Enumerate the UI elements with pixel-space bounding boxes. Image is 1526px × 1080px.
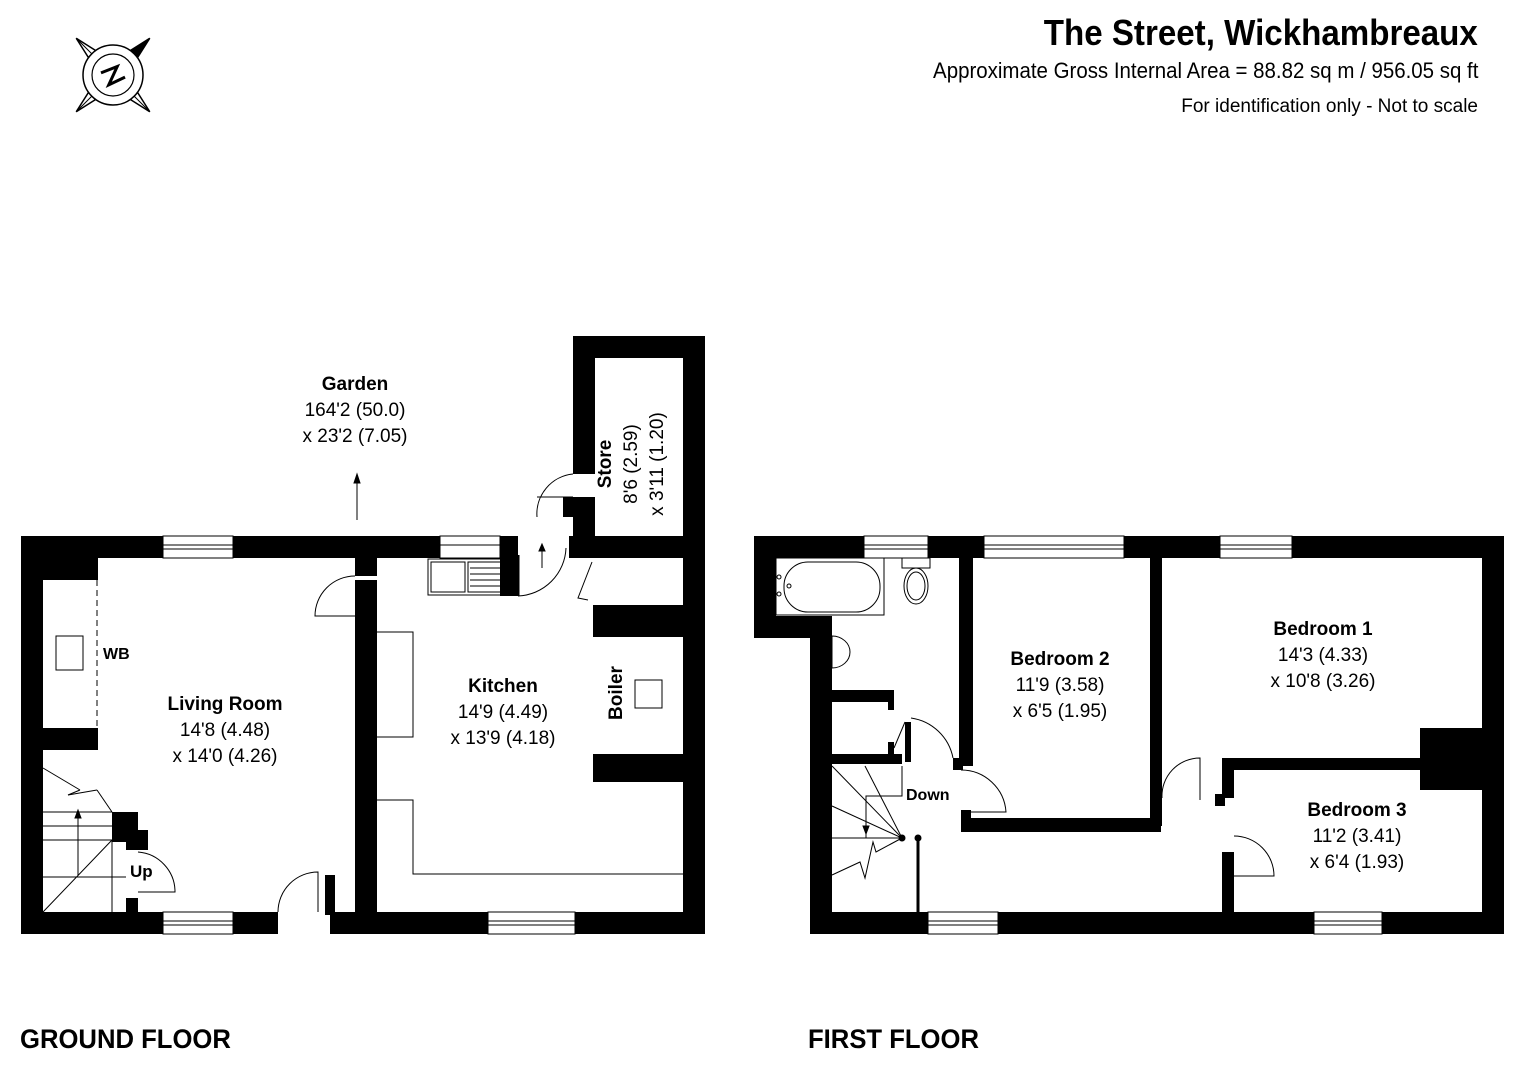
room-dimension-1: 14'9 (4.49) (457, 702, 549, 723)
first-floor-label: FIRST FLOOR (808, 1024, 979, 1054)
room-dimension-1: 14'8 (4.48) (179, 720, 271, 741)
disclaimer-note: For identification only - Not to scale (1181, 96, 1478, 117)
room-label-garden: Garden 164'2 (50.0) x 23'2 (7.05) (270, 372, 440, 450)
room-label-bedroom-3: Bedroom 3 11'2 (3.41) x 6'4 (1.93) (1272, 798, 1442, 876)
property-title: The Street, Wickhambreaux (1043, 12, 1478, 53)
room-name: Boiler (606, 666, 627, 720)
room-dimension-2: x 3'11 (1.20) (647, 412, 668, 516)
room-label-bedroom-2: Bedroom 2 11'9 (3.58) x 6'5 (1.95) (975, 647, 1145, 725)
room-label-bedroom-1: Bedroom 1 14'3 (4.33) x 10'8 (3.26) (1238, 617, 1408, 695)
stairs-down-label: Down (906, 787, 950, 804)
room-name: Bedroom 2 (1010, 649, 1110, 670)
room-name: Living Room (167, 694, 283, 715)
room-name: Kitchen (468, 676, 538, 697)
room-name: Bedroom 1 (1273, 619, 1373, 640)
room-dimension-1: 11'9 (3.58) (1015, 675, 1105, 696)
room-dimension-1: 164'2 (50.0) (304, 400, 406, 421)
room-label-living-room: Living Room 14'8 (4.48) x 14'0 (4.26) (140, 692, 310, 770)
room-name: Store (595, 439, 616, 489)
room-dimension-2: x 13'9 (4.18) (450, 728, 556, 749)
wood-burner-label: WB (103, 646, 130, 663)
room-dimension-1: 8'6 (2.59) (621, 424, 642, 504)
room-name: Garden (321, 374, 389, 395)
room-dimension-2: x 14'0 (4.26) (172, 746, 278, 767)
room-dimension-2: x 23'2 (7.05) (302, 426, 408, 447)
room-dimension-2: x 6'5 (1.95) (1012, 701, 1108, 722)
room-label-boiler: Boiler (604, 653, 630, 733)
gross-internal-area: Approximate Gross Internal Area = 88.82 … (932, 58, 1478, 83)
room-dimension-2: x 6'4 (1.93) (1309, 852, 1405, 873)
room-name: Bedroom 3 (1307, 800, 1407, 821)
stairs-up-label: Up (130, 862, 153, 881)
room-label-kitchen: Kitchen 14'9 (4.49) x 13'9 (4.18) (418, 674, 588, 752)
ground-floor-label: GROUND FLOOR (20, 1024, 231, 1054)
room-dimension-2: x 10'8 (3.26) (1270, 671, 1376, 692)
room-dimension-1: 11'2 (3.41) (1312, 826, 1402, 847)
room-label-store: Store 8'6 (2.59) x 3'11 (1.20) (593, 394, 671, 534)
room-dimension-1: 14'3 (4.33) (1277, 645, 1369, 666)
